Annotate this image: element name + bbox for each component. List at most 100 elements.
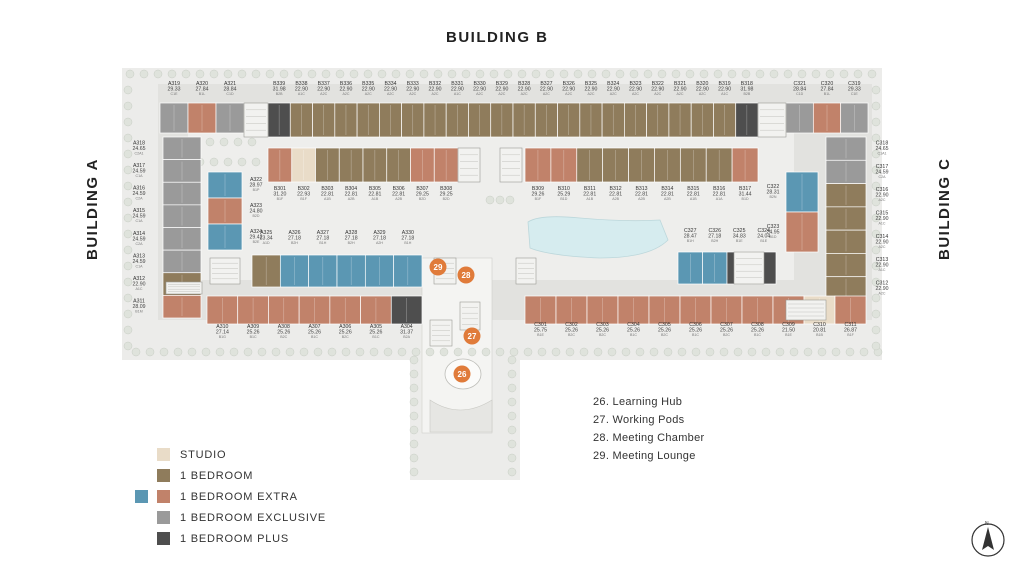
tree	[145, 347, 155, 357]
unit-type: B1G	[219, 335, 226, 339]
unit-a306	[329, 295, 361, 325]
building-a-title: BUILDING A	[84, 158, 101, 260]
tree	[461, 69, 471, 79]
unit-type: B1C	[754, 333, 761, 337]
tree	[123, 85, 133, 95]
unit-type: C1A	[136, 174, 144, 178]
tree	[153, 69, 163, 79]
unit-type: C1E	[851, 92, 859, 96]
unit-b329	[490, 102, 514, 138]
unit-fill	[834, 295, 867, 325]
unit-fill	[159, 102, 189, 134]
unit-a327	[308, 254, 338, 288]
unit-a320	[187, 102, 217, 134]
tree	[181, 69, 191, 79]
unit-type: B2N	[770, 195, 777, 199]
legend-row-1-bedroom-plus: 1 BEDROOM PLUS	[157, 528, 326, 549]
legend-swatch-1-bedroom-plus	[157, 532, 170, 545]
unit-b326	[557, 102, 581, 138]
unit-fill	[162, 295, 202, 319]
unit-b314	[654, 147, 681, 183]
unit-number: B323	[629, 81, 641, 87]
tree	[223, 69, 233, 79]
tree	[123, 149, 133, 159]
unit-c317	[825, 159, 867, 184]
unit-number: B306	[393, 186, 405, 192]
unit-fill	[617, 295, 650, 325]
unit-area: 24.59	[133, 168, 146, 174]
unit-area: 22.90	[451, 87, 464, 93]
unit-area: 23.34	[260, 236, 273, 242]
tree	[677, 347, 687, 357]
unit-c320	[812, 102, 842, 134]
unit-b313	[628, 147, 655, 183]
unit-area: 22.90	[384, 87, 397, 93]
tree	[871, 165, 881, 175]
unit-fill	[215, 102, 245, 134]
tree	[871, 85, 881, 95]
unit-type: C2A1	[135, 151, 144, 155]
stair-core	[733, 251, 765, 285]
tree	[409, 355, 419, 365]
unit-type: A1C	[721, 92, 728, 96]
unit-type: A2C	[587, 92, 594, 96]
unit-area: 24.65	[133, 146, 146, 152]
tree	[409, 425, 419, 435]
amenity-working-pods: 27. Working Pods	[593, 414, 685, 426]
tree	[507, 467, 517, 477]
tree	[125, 69, 135, 79]
unit-a316	[162, 181, 202, 206]
unit-area: 25.26	[247, 330, 260, 336]
tree	[761, 347, 771, 357]
unit-fill	[785, 211, 819, 253]
unit-area: 29.26	[531, 192, 544, 198]
tree	[859, 347, 869, 357]
unit-fill	[550, 147, 578, 183]
unit-b324	[601, 102, 625, 138]
legend-swatch-1-bedroom-extra	[157, 490, 170, 503]
tree	[123, 261, 133, 271]
unit-fill	[679, 147, 707, 183]
unit-type: A2C	[320, 92, 327, 96]
tree	[551, 347, 561, 357]
unit-number: B335	[362, 81, 374, 87]
tree	[797, 69, 807, 79]
unit-b338	[289, 102, 313, 138]
unit-number: B312	[610, 186, 622, 192]
unit-fill	[628, 147, 655, 183]
unit-b311	[576, 147, 604, 183]
tree	[537, 347, 547, 357]
unit-c308	[741, 295, 774, 325]
unit-area: 24.95	[767, 230, 780, 236]
unit-type: B1D	[770, 235, 777, 239]
tree	[123, 117, 133, 127]
tree	[355, 347, 365, 357]
building-b-title: BUILDING B	[446, 29, 549, 46]
legend-label-1-bedroom-exclusive: 1 BEDROOM EXCLUSIVE	[180, 511, 327, 524]
tree	[123, 197, 133, 207]
unit-b320	[690, 102, 714, 138]
unit-c307	[710, 295, 743, 325]
tree	[755, 69, 765, 79]
unit-c327	[677, 251, 703, 285]
unit-fill	[207, 223, 243, 251]
tree	[123, 101, 133, 111]
unit-area: 22.90	[876, 263, 889, 269]
tree	[123, 133, 133, 143]
unit-area: 25.29	[557, 192, 570, 198]
unit-type: A1C	[879, 268, 886, 272]
unit-b302	[291, 147, 316, 183]
legend-row-1-bedroom-extra: 1 BEDROOM EXTRA	[135, 486, 326, 507]
unit-fill	[360, 295, 392, 325]
unit-area: 22.90	[674, 87, 687, 93]
unit-number: A312	[133, 276, 145, 282]
unit-number: C324	[758, 228, 771, 234]
unit-c314	[825, 229, 867, 254]
unit-area: 29.25	[440, 192, 453, 198]
unit-area: 29.33	[168, 87, 181, 93]
tree	[741, 69, 751, 79]
unit-number: B327	[540, 81, 552, 87]
unit-type: C2A	[879, 175, 887, 179]
legend-row-1-bedroom-exclusive: 1 BEDROOM EXCLUSIVE	[157, 507, 326, 528]
unit-area: 28.31	[767, 190, 780, 196]
